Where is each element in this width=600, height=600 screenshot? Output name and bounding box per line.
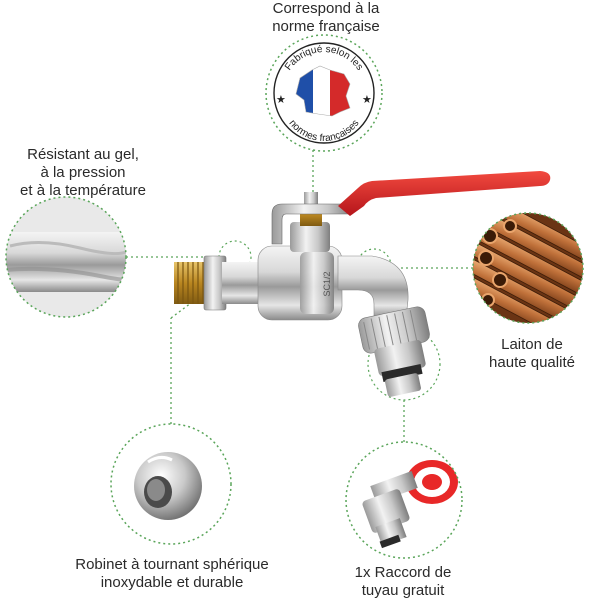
chrome-surface-zoom <box>5 196 127 318</box>
label-line: inoxydable et durable <box>100 574 244 591</box>
label-line: Robinet à tournant sphérique <box>75 556 269 573</box>
valve-ball-zoom <box>110 423 232 545</box>
star-icon: ★ <box>276 94 286 106</box>
label-line: Résistant au gel, <box>27 146 139 163</box>
brass-thread <box>174 262 208 304</box>
label-laiton: Laiton de haute qualité <box>472 336 592 372</box>
body-stamp: SC1/2 <box>322 271 332 296</box>
label-robinet: Robinet à tournant sphérique inoxydable … <box>60 556 284 592</box>
label-resistant: Résistant au gel, à la pression et à la … <box>4 146 162 200</box>
label-line: à la pression <box>40 164 126 181</box>
star-icon: ★ <box>362 94 372 106</box>
label-line: 1x Raccord de <box>354 564 452 581</box>
label-line: norme française <box>272 18 380 35</box>
label-line: et à la température <box>20 182 146 199</box>
spout-connector <box>358 306 430 397</box>
label-line: tuyau gratuit <box>361 582 445 599</box>
label-norme-francaise: Correspond à la norme française <box>246 0 406 36</box>
label-line: Correspond à la <box>272 0 380 17</box>
red-lever-handle <box>338 171 551 216</box>
label-line: Laiton de <box>501 336 563 353</box>
hose-connector-zoom <box>345 441 463 559</box>
copper-pipes-zoom <box>472 212 584 324</box>
faucet: SC1/2 <box>174 171 551 397</box>
label-raccord: 1x Raccord de tuyau gratuit <box>340 564 466 600</box>
label-line: haute qualité <box>489 354 575 371</box>
france-badge: Fabriqué selon les normes françaises ★ ★ <box>265 34 383 152</box>
france-flag-map-icon <box>296 66 350 116</box>
